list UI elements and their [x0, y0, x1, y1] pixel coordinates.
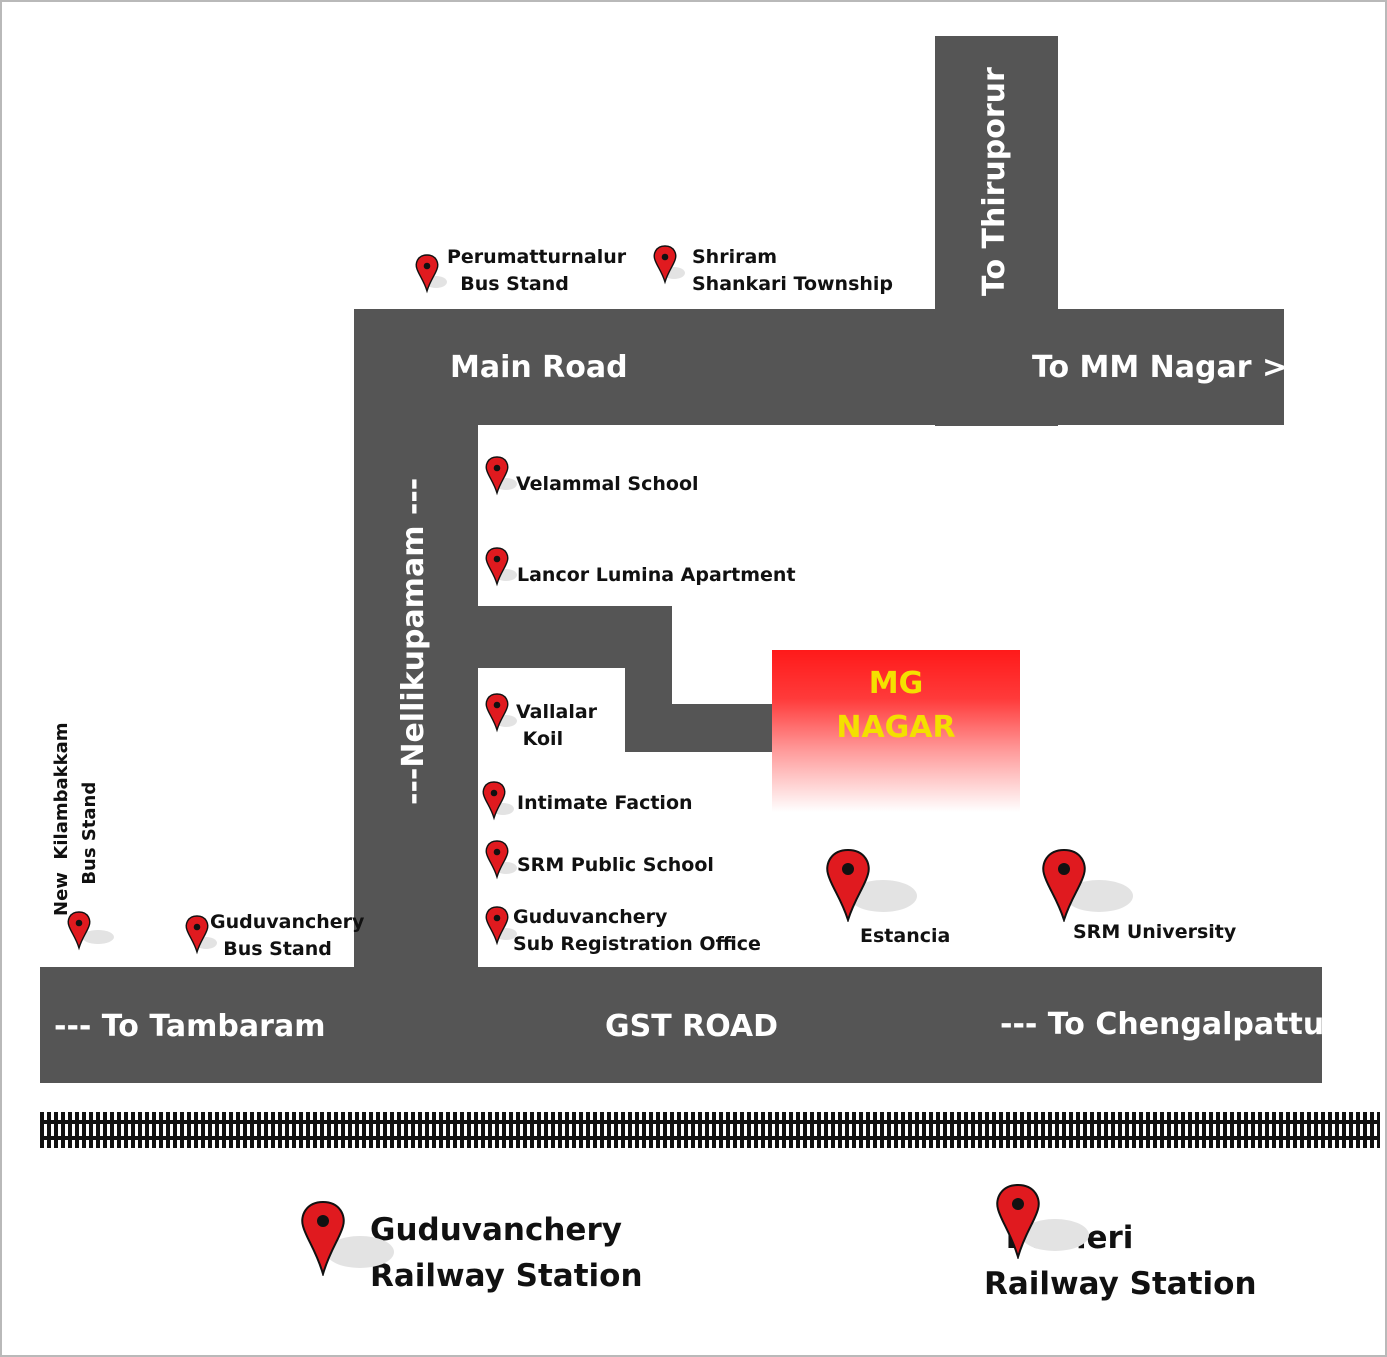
map-pin-icon	[826, 848, 917, 922]
railway-track	[40, 1108, 1380, 1152]
label-nellikupamam: ---Nellikupamam ---	[396, 477, 431, 805]
road-main	[354, 309, 1284, 425]
map-pin-icon	[1042, 848, 1133, 922]
road-nellikupamam	[354, 309, 478, 969]
label-main-road: Main Road	[450, 350, 628, 385]
destination-line1: MG	[868, 666, 924, 701]
road-gst	[40, 967, 1322, 1083]
map-pin-icon	[67, 911, 114, 951]
map-pin-icon	[485, 906, 517, 946]
place-srm-school: SRM Public School	[517, 854, 714, 876]
place-srm-university: SRM University	[1073, 921, 1237, 943]
place-sub-registration: Guduvanchery Sub Registration Office	[513, 906, 761, 955]
label-to-thiruporur: To Thiruporur	[977, 67, 1012, 296]
place-shriram: Shriram Shankari Township	[692, 246, 894, 295]
map-pin-icon	[415, 254, 447, 294]
road-connector-c	[625, 704, 772, 752]
place-new-kilambakkam: New Kilambakkam Bus Stand	[51, 722, 100, 917]
label-to-mm-nagar: To MM Nagar >	[1032, 350, 1288, 385]
map-pin-icon	[485, 547, 517, 587]
place-velammal: Velammal School	[516, 473, 699, 495]
place-vallalar: Vallalar Koil	[516, 701, 598, 750]
label-gst-road: GST ROAD	[605, 1009, 779, 1044]
place-lancor: Lancor Lumina Apartment	[517, 564, 796, 586]
map-pin-icon	[185, 915, 217, 955]
place-guduvanchery-bus: Guduvanchery Bus Stand	[210, 911, 365, 960]
place-perumatturnalur: Perumatturnalur Bus Stand	[447, 246, 627, 295]
place-guduvanchery-rail: Guduvanchery Railway Station	[370, 1212, 643, 1294]
label-to-tambaram: --- To Tambaram	[54, 1009, 326, 1044]
destination-line2: NAGAR	[836, 710, 956, 745]
label-to-chengalpattu: --- To Chengalpattu	[1000, 1007, 1325, 1042]
destination-mg-nagar: MG NAGAR	[772, 650, 1020, 812]
map-pin-icon	[996, 1183, 1089, 1259]
map-pin-icon	[653, 245, 685, 285]
place-estancia: Estancia	[860, 925, 951, 947]
map-pin-icon	[485, 456, 517, 496]
map-pin-icon	[485, 840, 517, 880]
map-pin-icon	[482, 781, 514, 821]
place-intimate: Intimate Faction	[517, 792, 693, 814]
map-pin-icon	[301, 1200, 394, 1276]
map-pin-icon	[485, 693, 517, 733]
